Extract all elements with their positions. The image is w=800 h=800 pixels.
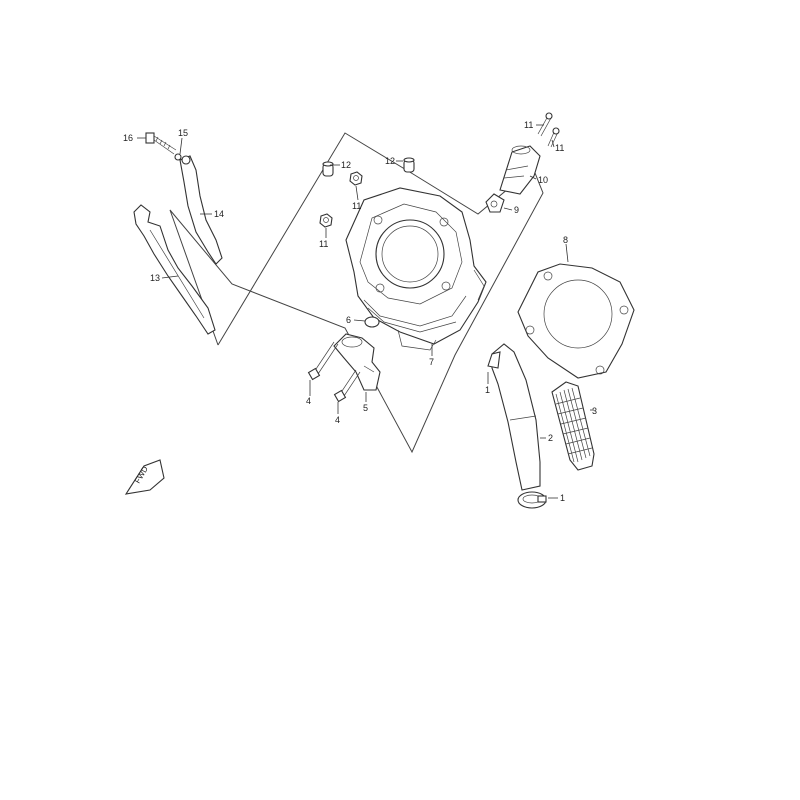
callout-14: 14	[214, 209, 224, 219]
callout-6: 6	[346, 315, 351, 325]
callout-1-upper: 1	[485, 385, 490, 395]
callout-5: 5	[363, 403, 368, 413]
part-11-bolt-tensioner-b	[547, 127, 560, 148]
callout-1-lower: 1	[560, 493, 565, 503]
callout-9: 9	[514, 205, 519, 215]
callout-10: 10	[538, 175, 548, 185]
part-6-o-ring	[364, 316, 380, 328]
part-16-bolt	[145, 132, 177, 155]
part-7-cylinder-block	[345, 187, 487, 351]
callout-11-left: 11	[319, 239, 328, 249]
callout-11-right: 11	[555, 143, 564, 153]
part-11-bolt-tensioner-a	[537, 112, 553, 137]
part-4-bolt-lower	[333, 369, 361, 403]
part-9-gasket	[485, 193, 505, 213]
part-14-tensioner-arm	[179, 155, 223, 265]
callout-4-lower: 4	[335, 415, 340, 425]
callout-8: 8	[563, 235, 568, 245]
callout-2: 2	[548, 433, 553, 443]
leader-lines	[137, 124, 594, 499]
callout-15: 15	[178, 128, 188, 138]
callout-13: 13	[150, 273, 160, 283]
part-1-clamp-lower	[517, 491, 547, 509]
callout-12-left: 12	[341, 160, 351, 170]
part-15-washer	[174, 153, 182, 161]
callout-12-right: 12	[385, 156, 395, 166]
part-5-intake-pipe	[333, 333, 381, 391]
part-4-bolt-upper	[307, 341, 339, 381]
part-10-tensioner-body	[499, 145, 541, 195]
part-2-hose	[491, 343, 541, 491]
fwd-arrow-icon: FWD	[124, 459, 165, 495]
callout-16: 16	[123, 133, 133, 143]
callout-3: 3	[592, 406, 597, 416]
part-1-clamp-upper	[487, 351, 501, 369]
part-11-nut-upper	[349, 171, 363, 186]
part-8-base-gasket	[517, 263, 635, 379]
part-12-dowel-pin-left	[322, 161, 334, 177]
assembly-boundary	[169, 132, 544, 454]
part-12-dowel-pin-right	[403, 157, 415, 173]
part-3-filter-sleeve	[551, 381, 595, 471]
callout-4-left: 4	[306, 396, 311, 406]
part-11-nut-left	[319, 213, 333, 228]
callout-7: 7	[429, 357, 434, 367]
callout-11-center: 11	[352, 201, 361, 211]
callout-11-top: 11	[524, 120, 533, 130]
part-13-chain-guide	[133, 204, 216, 335]
